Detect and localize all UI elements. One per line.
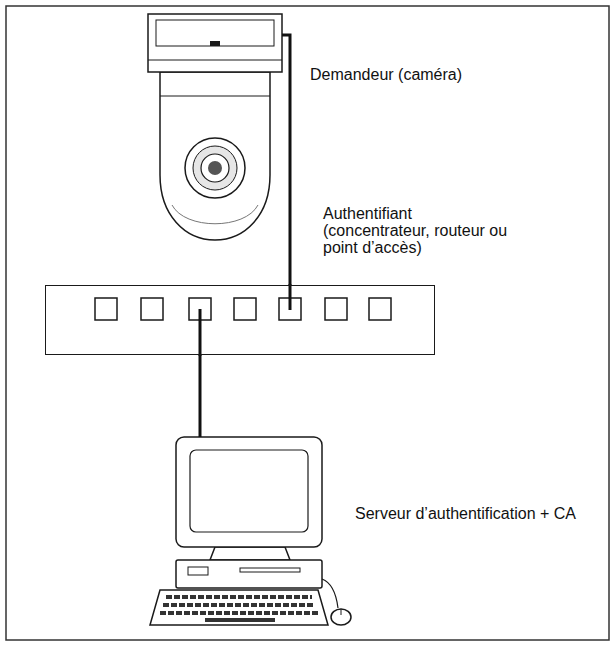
node-label: Demandeur (caméra) [310, 66, 520, 83]
camera-body [160, 72, 270, 240]
cable-stub [199, 309, 202, 356]
port [325, 298, 347, 320]
network-cable [199, 355, 202, 437]
key-row [160, 611, 318, 615]
lens [201, 154, 229, 182]
dome-shade [172, 205, 258, 224]
computer-drawing [150, 437, 351, 625]
drive-slot [240, 568, 300, 572]
system-unit [176, 560, 322, 588]
node-label: Serveur d’authentification + CA [355, 505, 605, 522]
port [369, 298, 391, 320]
mouse [331, 609, 351, 625]
housing-recess [156, 20, 274, 46]
outer-frame [6, 6, 609, 640]
cable-stub [289, 284, 292, 310]
mouse-cable [322, 579, 338, 608]
drive-bay [188, 567, 208, 575]
key-row [166, 595, 312, 599]
lens-center [208, 161, 222, 175]
computer-node: Serveur d’authentification + CA [150, 437, 350, 628]
lens-ring [185, 138, 245, 198]
housing-edge [148, 60, 282, 61]
hub-ports [95, 298, 391, 320]
lens-ring [193, 146, 237, 190]
monitor [176, 437, 322, 547]
mouse-button [341, 609, 342, 615]
housing-notch [210, 41, 220, 46]
port [95, 298, 117, 320]
network-cable [282, 35, 290, 285]
space-bar [205, 618, 275, 622]
camera-drawing [148, 14, 282, 240]
node-label: Authentifiant (concentrateur, routeur ou… [323, 205, 523, 256]
screen [190, 450, 308, 532]
camera-shoulder [160, 96, 270, 97]
monitor-neck [210, 547, 290, 560]
camera-housing [148, 14, 282, 72]
key-row [163, 603, 315, 607]
port [141, 298, 163, 320]
hub-box: Authentifiant (concentrateur, routeur ou… [45, 285, 435, 355]
camera-node: Demandeur (caméra) [148, 14, 282, 240]
keyboard [150, 590, 328, 625]
port [234, 298, 256, 320]
